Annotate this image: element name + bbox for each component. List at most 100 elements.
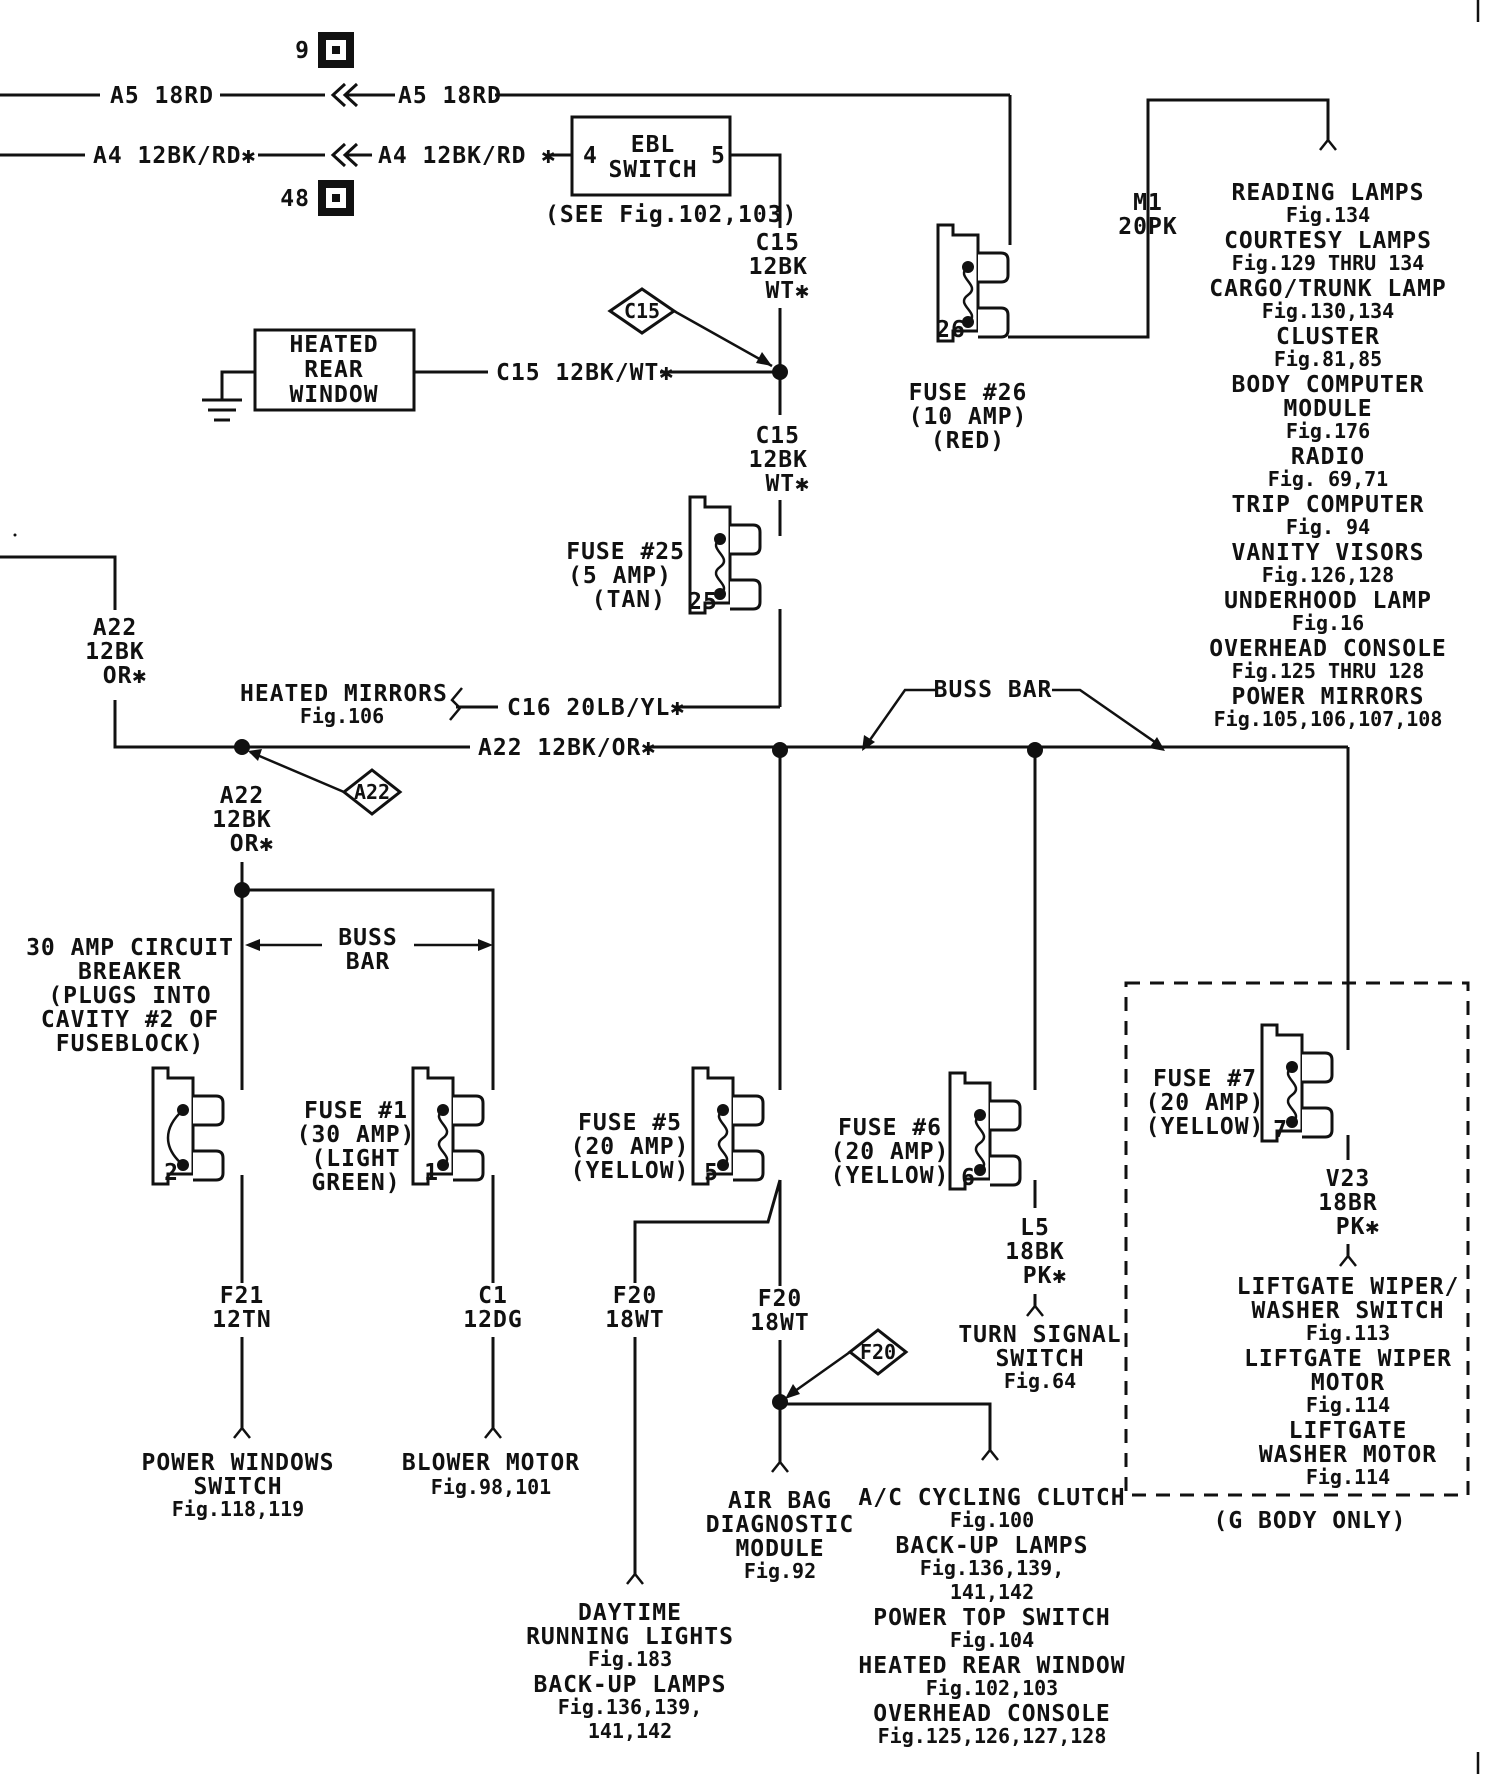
turn-signal-fig: Fig.64 [1004, 1369, 1076, 1393]
load-air-bag: AIR BAG DIAGNOSTIC MODULE Fig.92 [706, 1488, 853, 1583]
ac-fig-3: Fig.104 [950, 1628, 1034, 1652]
fuse-6-line-3: (YELLOW) [831, 1163, 950, 1189]
ac-fig-2b: 141,142 [950, 1580, 1034, 1604]
fuse-25: 25 [688, 495, 762, 615]
f20a-1: F20 [613, 1283, 658, 1309]
fuse-25-label-3: (TAN) [592, 587, 666, 613]
buss-bar-top: BUSS BAR [862, 677, 1165, 751]
liftgate-fig-2: Fig.114 [1306, 1393, 1390, 1417]
power-windows-fig: Fig.118,119 [172, 1497, 304, 1521]
wire-a22: A22 12BK OR✱ A22 12BK/OR✱ A22 A22 12BK O… [0, 555, 1348, 1090]
load-body-computer-2: MODULE [1283, 396, 1372, 422]
load-courtesy-lamps-fig: Fig.129 THRU 134 [1232, 251, 1425, 275]
circuit-breaker-label: 30 AMP CIRCUIT BREAKER (PLUGS INTO CAVIT… [26, 935, 233, 1057]
air-bag-3: MODULE [735, 1536, 824, 1562]
ebl-pin-5: 5 [711, 143, 726, 169]
fuse-1-line-3: (LIGHT [311, 1146, 400, 1172]
c1-1: C1 [478, 1283, 508, 1309]
daytime-1: DAYTIME [578, 1600, 682, 1626]
fuse-25-label-2: (5 AMP) [568, 563, 672, 589]
c15-bot-2: 12BK [749, 447, 808, 473]
fuse-7-number: 7 [1273, 1117, 1288, 1143]
ac-fig-4: Fig.102,103 [926, 1676, 1058, 1700]
ac-fig-5: Fig.125,126,127,128 [878, 1724, 1107, 1748]
ebl-name-2: SWITCH [608, 157, 697, 183]
load-courtesy-lamps: COURTESY LAMPS [1224, 228, 1432, 254]
wire-c16-label: C16 20LB/YL✱ [507, 695, 685, 721]
daytime-fig-1: Fig.183 [588, 1647, 672, 1671]
daytime-fig-2a: Fig.136,139, [558, 1695, 703, 1719]
fuse-1-line-4: GREEN) [311, 1170, 400, 1196]
load-overhead-console-fig: Fig.125 THRU 128 [1232, 659, 1425, 683]
breaker-line-4: CAVITY #2 OF [41, 1007, 219, 1033]
fuse-26-label-3: (RED) [931, 428, 1005, 454]
fuse-7-line-3: (YELLOW) [1146, 1114, 1265, 1140]
wire-a5: A5 18RD A5 18RD [0, 82, 1012, 245]
ac-1: A/C CYCLING CLUTCH [858, 1485, 1125, 1511]
breaker-line-2: BREAKER [78, 959, 182, 985]
l5-2: 18BK [1005, 1239, 1064, 1265]
c15-splice-label: C15 [624, 299, 660, 323]
f21-1: F21 [220, 1283, 265, 1309]
a22-lower-3: OR✱ [230, 831, 275, 857]
ebl-see-ref: (SEE Fig.102,103) [545, 202, 797, 228]
connector-48: 48 [280, 180, 354, 216]
load-reading-lamps: READING LAMPS [1231, 180, 1424, 206]
v23-2: 18BR [1318, 1190, 1377, 1216]
l5-1: L5 [1020, 1215, 1050, 1241]
f21-2: 12TN [212, 1307, 271, 1333]
fuse-5-number: 5 [704, 1160, 719, 1186]
wire-a4: A4 12BK/RD✱ A4 12BK/RD ✱ [0, 142, 572, 169]
wire-a4-left-label: A4 12BK/RD✱ [93, 143, 256, 169]
fuse-25-number: 25 [688, 589, 718, 615]
load-cargo-lamp: CARGO/TRUNK LAMP [1209, 276, 1447, 302]
ac-4: HEATED REAR WINDOW [858, 1653, 1125, 1679]
fuse-5: 5 [691, 1066, 765, 1186]
load-underhood-lamp: UNDERHOOD LAMP [1224, 588, 1432, 614]
load-cargo-lamp-fig: Fig.130,134 [1262, 299, 1394, 323]
circuit-breaker-30a: 2 [151, 1066, 225, 1186]
heated-mirrors-label: HEATED MIRRORS [240, 681, 448, 707]
fuse-5-line-3: (YELLOW) [571, 1158, 690, 1184]
load-underhood-lamp-fig: Fig.16 [1292, 611, 1364, 635]
blower-motor-1: BLOWER MOTOR [402, 1450, 580, 1476]
load-daytime-running: DAYTIME RUNNING LIGHTS Fig.183 BACK-UP L… [526, 1600, 733, 1743]
fuse-1-line-1: FUSE #1 [304, 1098, 408, 1124]
a22-upper-1: A22 [93, 615, 138, 641]
fuse-26-label-1: FUSE #26 [909, 380, 1028, 406]
fuse-5-label: FUSE #5 (20 AMP) (YELLOW) [571, 1110, 690, 1184]
connector-9: 9 [295, 32, 354, 68]
load-power-windows: POWER WINDOWS SWITCH Fig.118,119 [141, 1450, 333, 1521]
liftgate-3: LIFTGATE WIPER [1244, 1346, 1452, 1372]
f20-splice-label: F20 [860, 1340, 896, 1364]
fuse-7-line-2: (20 AMP) [1146, 1090, 1265, 1116]
buss-bar-left: BUSS BAR [245, 925, 493, 975]
fuse-6-line-1: FUSE #6 [838, 1115, 942, 1141]
fuse-26-loads: READING LAMPS Fig.134 COURTESY LAMPS Fig… [1209, 180, 1447, 731]
liftgate-fig-3: Fig.114 [1306, 1465, 1390, 1489]
liftgate-2: WASHER SWITCH [1251, 1298, 1444, 1324]
breaker-line-3: (PLUGS INTO [48, 983, 211, 1009]
fuse-7-label: FUSE #7 (20 AMP) (YELLOW) [1146, 1066, 1265, 1140]
blower-motor-fig: Fig.98,101 [431, 1475, 551, 1499]
wire-m1-2: 20PK [1118, 214, 1177, 240]
fuse-7: 7 [1260, 1023, 1334, 1143]
g-body-region: (G BODY ONLY) [1124, 981, 1470, 1534]
wire-a4-right-label: A4 12BK/RD ✱ [378, 143, 556, 169]
wire-f21: F21 12TN [212, 1175, 271, 1439]
load-radio-fig: Fig. 69,71 [1268, 467, 1388, 491]
fuse-1: 1 [411, 1066, 485, 1186]
ac-3: POWER TOP SWITCH [873, 1605, 1111, 1631]
wire-l5: L5 18BK PK✱ [1005, 1180, 1066, 1317]
load-trip-computer-fig: Fig. 94 [1286, 515, 1370, 539]
g-body-label: (G BODY ONLY) [1213, 1508, 1406, 1534]
connector-9-number: 9 [295, 38, 310, 64]
fuse-26-label-2: (10 AMP) [909, 404, 1028, 430]
load-radio: RADIO [1291, 444, 1365, 470]
load-trip-computer: TRIP COMPUTER [1231, 492, 1424, 518]
load-ac-group: A/C CYCLING CLUTCH Fig.100 BACK-UP LAMPS… [858, 1485, 1125, 1748]
ac-fig-1: Fig.100 [950, 1508, 1034, 1532]
fuse-5-line-1: FUSE #5 [578, 1110, 682, 1136]
wire-f20-left: F20 18WT [605, 1179, 782, 1585]
load-blower-motor: BLOWER MOTOR Fig.98,101 [402, 1450, 580, 1499]
